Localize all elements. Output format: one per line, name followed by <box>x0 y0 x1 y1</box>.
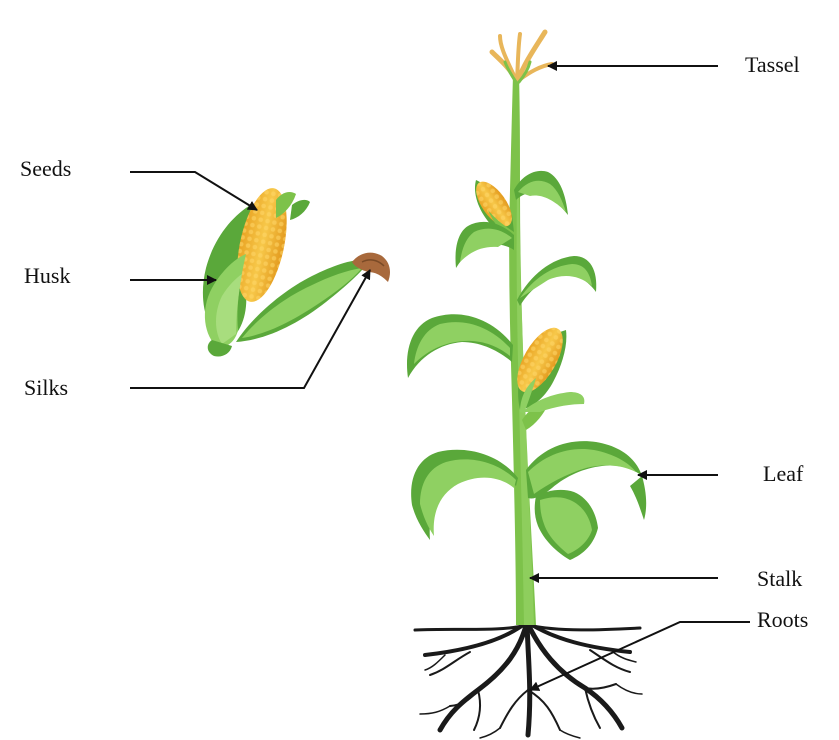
roots-illustration <box>415 622 642 738</box>
label-seeds: Seeds <box>20 158 71 180</box>
seeds-pointer <box>130 172 257 210</box>
label-leaf: Leaf <box>763 463 803 485</box>
label-husk: Husk <box>24 265 70 287</box>
corn-ear-illustration <box>203 184 390 357</box>
roots-pointer <box>530 622 750 690</box>
label-stalk: Stalk <box>757 568 802 590</box>
pointer-lines <box>130 66 750 690</box>
label-silks: Silks <box>24 377 68 399</box>
label-roots: Roots <box>757 609 808 631</box>
label-tassel: Tassel <box>745 54 800 76</box>
tassel-illustration <box>492 32 552 82</box>
